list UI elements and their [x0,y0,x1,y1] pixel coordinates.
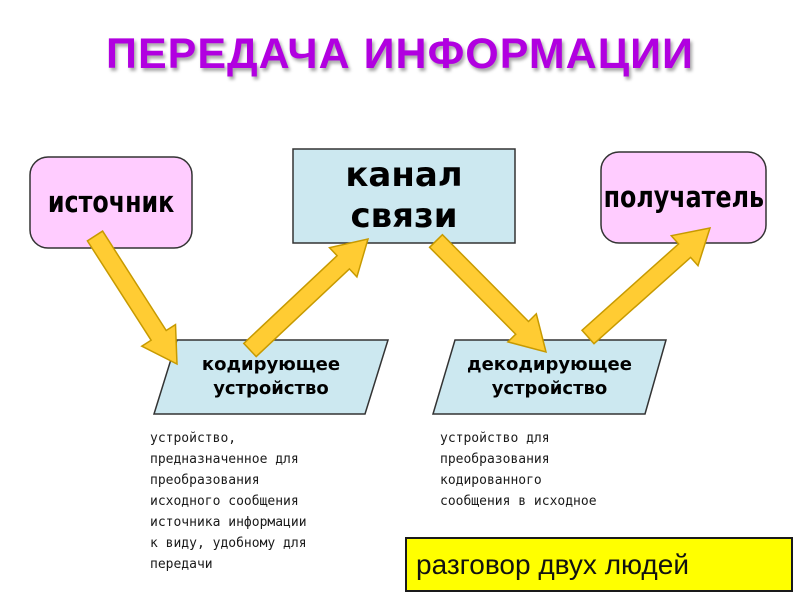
arrow-encoder-to-channel [242,237,370,358]
arrow-decoder-to-receiver [580,227,712,345]
decoder-label: декодирующее устройство [467,353,632,399]
example-box: разговор двух людей [405,537,793,592]
example-label: разговор двух людей [416,548,689,580]
decoder-description: устройство для преобразования кодированн… [440,431,597,509]
encoder-label: кодирующее устройство [201,353,341,399]
channel-box [292,148,516,244]
encoder-node: кодирующее устройство [154,340,388,414]
channel-node: канал связи [293,149,515,243]
encoder-box [152,339,390,415]
channel-label: канал связи [345,155,463,236]
source-node: источник [30,157,192,248]
receiver-node: получатель [601,152,766,243]
encoder-description: устройство, предназначенное для преобраз… [150,431,307,572]
receiver-label: получатель [603,179,764,214]
decoder-node: декодирующее устройство [433,340,666,414]
arrow-source-to-encoder [86,230,178,366]
page-title: ПЕРЕДАЧА ИНФОРМАЦИИ [106,30,694,78]
source-label: источник [47,184,175,219]
arrow-channel-to-decoder [428,233,548,354]
